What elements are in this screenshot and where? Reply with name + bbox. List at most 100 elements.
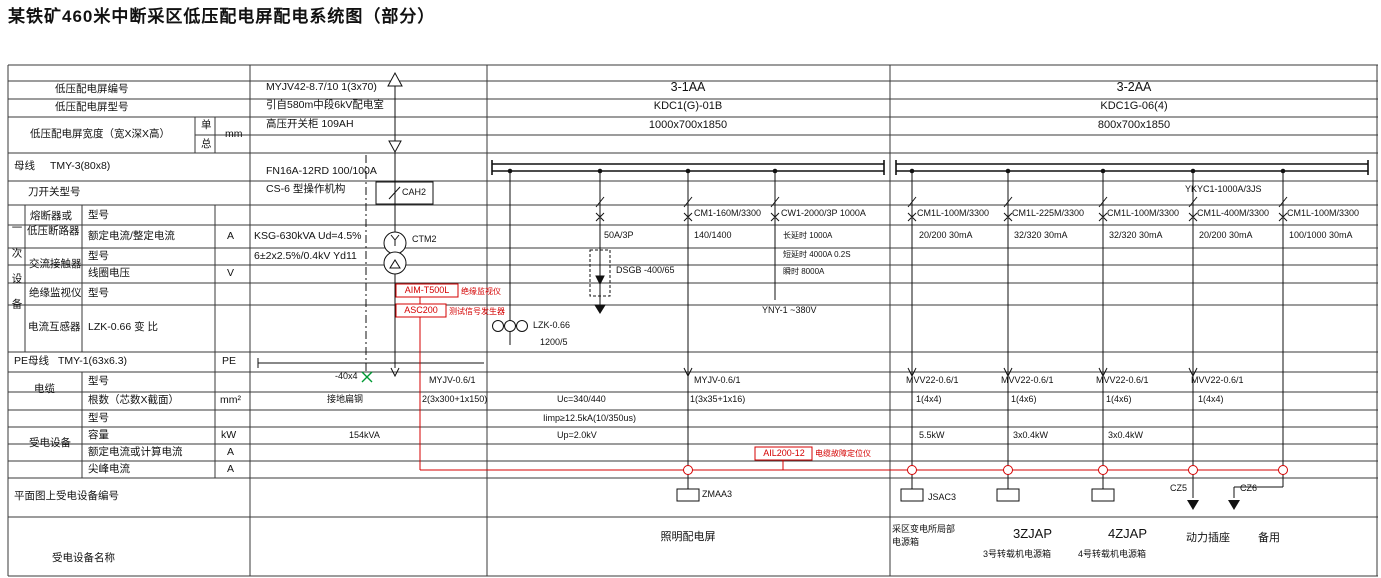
main-aux-device: YNY-1 ~380V xyxy=(762,305,817,315)
label-single: 单 xyxy=(201,119,212,131)
page-title: 某铁矿460米中断采区低压配电屏配电系统图（部分） xyxy=(8,7,436,26)
spd-uc: Uc=340/440 xyxy=(557,394,606,404)
cah2-box xyxy=(375,181,434,205)
row-label-insulation-monitor: 绝缘监视仪 xyxy=(29,287,82,299)
load-name-4zjap-sub: 4号转载机电源箱 xyxy=(1078,549,1147,559)
section2-knife-switch: YKYC1-1000A/3JS xyxy=(1185,184,1262,194)
row-label-panel-size: 低压配电屏宽度（宽X深X高） xyxy=(30,128,171,140)
row-label-primary-equipment: 一次设备 xyxy=(10,222,23,324)
ail-device-box xyxy=(754,446,813,461)
feeder-power: 3x0.4kW xyxy=(1013,430,1049,440)
feeder-current: 20/200 30mA xyxy=(919,230,973,240)
spd-model: DSGB -400/65 xyxy=(616,265,675,275)
feeder-current: 20/200 30mA xyxy=(1199,230,1253,240)
sub-label-model-breaker: 型号 xyxy=(88,209,109,221)
unit-kw: kW xyxy=(221,429,237,441)
busbar-spec: TMY-3(80x8) xyxy=(50,160,111,172)
socket-icons xyxy=(1187,500,1240,510)
incoming-arrow-icon xyxy=(387,71,403,87)
aim-device-box xyxy=(395,283,459,298)
cable-arrow-icons xyxy=(390,367,1198,378)
ail-device-label: AIL200-12 xyxy=(763,448,805,458)
spd-branch xyxy=(589,249,611,314)
unit-mm: mm xyxy=(225,128,243,140)
feeder-box-id: CZ6 xyxy=(1240,483,1258,493)
main-instant: 瞬时 8000A xyxy=(783,267,825,276)
lighting-count: 1(3x35+1x16) xyxy=(690,394,746,404)
feeder-box-id: JSAC3 xyxy=(928,492,957,502)
load-name-3zjap-sub: 3号转载机电源箱 xyxy=(983,549,1052,559)
load-name-4zjap: 4ZJAP xyxy=(1108,526,1148,541)
busbar-3-2aa xyxy=(895,160,1369,175)
main-short-delay: 短延时 4000A 0.2S xyxy=(783,250,851,259)
load-name-spare: 备用 xyxy=(1258,532,1280,544)
pe-busbar-line xyxy=(257,358,484,368)
transformer-spec: KSG-630kVA Ud=4.5% xyxy=(254,230,362,242)
feeder-breaker: CM1L-100M/3300 xyxy=(917,208,990,218)
row-label-plan-number: 平面图上受电设备编号 xyxy=(14,490,119,502)
row-label-busbar: 母线 xyxy=(14,160,35,172)
incoming-cable-spec: MYJV42-8.7/10 1(3x70) xyxy=(266,81,377,93)
unit-a-2: A xyxy=(227,446,235,458)
row-label-panel-model: 低压配电屏型号 xyxy=(55,101,129,113)
lighting-current: 140/1400 xyxy=(694,230,732,240)
load-name-3zjap: 3ZJAP xyxy=(1013,526,1053,541)
ground-x-icon xyxy=(361,371,373,383)
incoming-line xyxy=(365,71,434,372)
spd-up: Up=2.0kV xyxy=(557,430,597,440)
hv-switch-model: FN16A-12RD 100/100A xyxy=(266,165,377,177)
feeder-count: 1(4x6) xyxy=(1106,394,1132,404)
row-label-pe-busbar: PE母线 xyxy=(14,355,50,367)
cah2-label: CAH2 xyxy=(402,187,427,197)
feeder-breaker: CM1L-100M/3300 xyxy=(1287,208,1360,218)
section1-panel-number: 3-1AA xyxy=(670,80,706,94)
load-name-socket: 动力插座 xyxy=(1186,532,1230,544)
sub-label-model-insmon: 型号 xyxy=(88,287,109,299)
section1-ct-ratio: 1200/5 xyxy=(540,337,568,347)
aim-device-desc: 绝缘监视仪 xyxy=(461,287,501,296)
ct-circles xyxy=(492,320,528,332)
transformer-ratio: 6±2x2.5%/0.4kV Yd11 xyxy=(254,250,357,262)
equipment-boxes xyxy=(676,488,1115,502)
unit-v: V xyxy=(227,267,235,279)
lighting-box-id: ZMAA3 xyxy=(702,489,733,499)
row-label-load-equipment: 受电设备 xyxy=(29,437,71,449)
lighting-name: 照明配电屏 xyxy=(660,531,716,543)
sub-label-peak-current: 尖峰电流 xyxy=(88,463,130,475)
section2-panel-number: 3-2AA xyxy=(1116,80,1152,94)
asc-device-desc: 测试信号发生器 xyxy=(449,307,505,316)
section2-panel-size: 800x700x1850 xyxy=(1097,119,1171,131)
main-breaker: CW1-2000/3P 1000A xyxy=(781,208,866,218)
row-label-cable: 电缆 xyxy=(34,383,55,395)
feeder-power: 3x0.4kW xyxy=(1108,430,1144,440)
feeder-cable: MVV22-0.6/1 xyxy=(1191,375,1244,385)
spd-breaker: 50A/3P xyxy=(604,230,634,240)
lighting-cable: MYJV-0.6/1 xyxy=(694,375,741,385)
row-label-panel-no: 低压配电屏编号 xyxy=(55,83,129,95)
unit-pe: PE xyxy=(222,355,237,367)
ctm2-label: CTM2 xyxy=(412,234,437,244)
row-label-ct: 电流互感器 xyxy=(28,321,81,333)
feeder-current: 32/320 30mA xyxy=(1014,230,1068,240)
row-label-contactor: 交流接触器 xyxy=(29,258,82,270)
feeder-cable: MVV22-0.6/1 xyxy=(1001,375,1054,385)
load-name-local-2: 电源箱 xyxy=(892,537,920,547)
row-label-load-name: 受电设备名称 xyxy=(52,552,115,564)
sub-label-capacity: 容量 xyxy=(88,429,109,441)
ct-ratio-label: LZK-0.66 变 比 xyxy=(88,321,159,333)
unit-a-1: A xyxy=(227,230,235,242)
incoming-source: 引自580m中段6kV配电室 xyxy=(266,99,384,111)
feeder-count: 1(4x4) xyxy=(916,394,942,404)
asc-device-label: ASC200 xyxy=(404,305,438,315)
ground-steel-spec: -40x4 xyxy=(335,371,358,381)
sub-label-cable-count: 根数（芯数X截面） xyxy=(88,394,180,406)
operating-mechanism: CS-6 型操作机构 xyxy=(266,183,346,195)
feeder-box-id: CZ5 xyxy=(1170,483,1188,493)
sub-label-calc-current: 额定电流或计算电流 xyxy=(88,446,183,458)
down-arrow-icon xyxy=(388,140,402,154)
aim-device-label: AIM-T500L xyxy=(404,285,450,295)
spd-iimp: Iimp≥12.5kA(10/350us) xyxy=(543,413,636,423)
main-long-delay: 长延时 1000A xyxy=(783,231,833,240)
section1-ct-model: LZK-0.66 xyxy=(533,320,571,330)
